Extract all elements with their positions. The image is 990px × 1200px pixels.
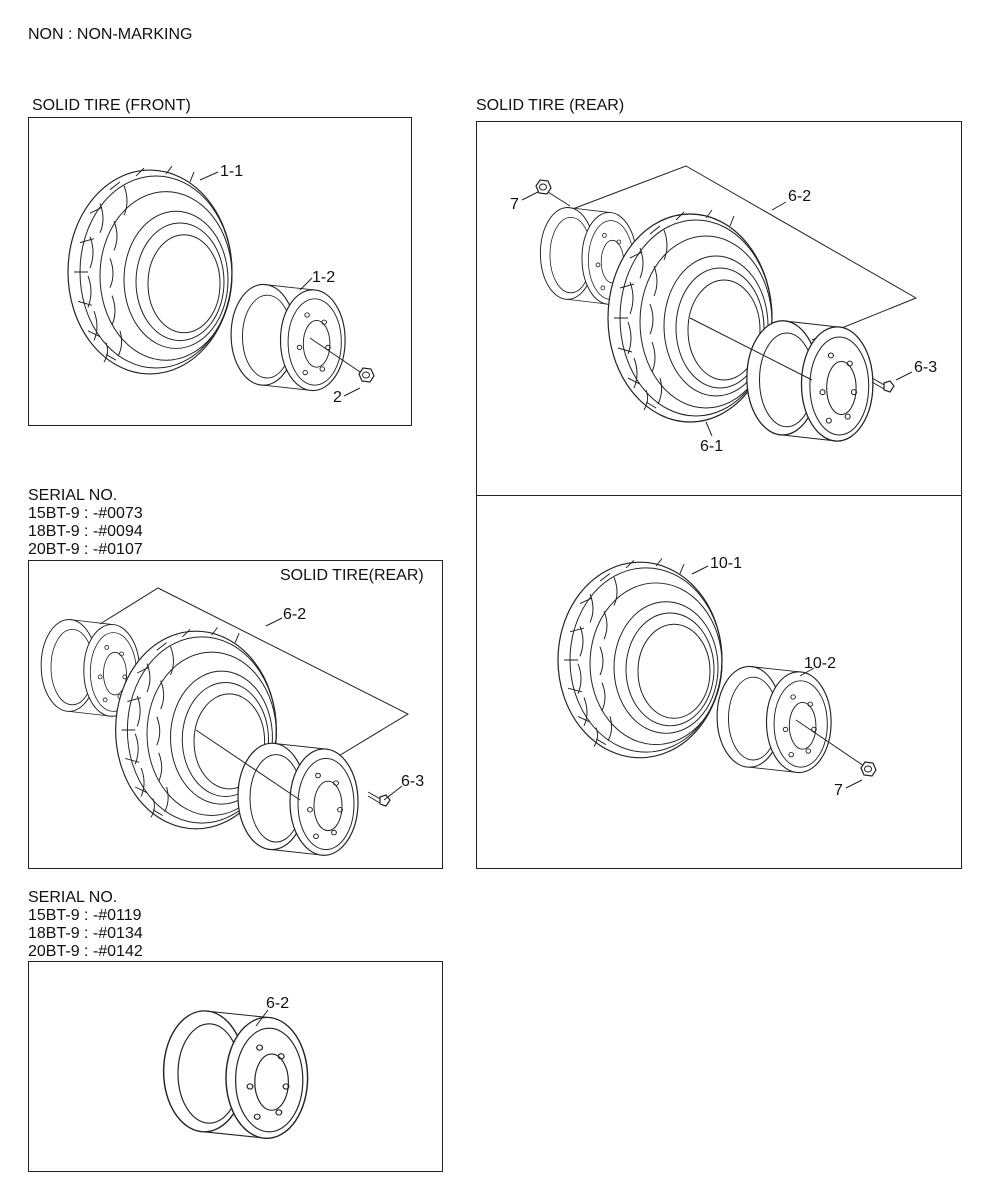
part-label-1-1: 1-1 bbox=[220, 163, 243, 180]
part-label-6-3: 6-3 bbox=[914, 359, 937, 376]
rear-tire-alt-drawing bbox=[557, 557, 877, 789]
rear-tire-title: SOLID TIRE (REAR) bbox=[476, 97, 625, 114]
part-label-6-1: 6-1 bbox=[700, 438, 723, 455]
serial-heading: SERIAL NO. bbox=[28, 487, 118, 504]
serial-b-drawing bbox=[162, 1009, 309, 1140]
part-label-6-2-a: 6-2 bbox=[283, 606, 306, 623]
serial-line: 18BT-9 : -#0094 bbox=[28, 523, 143, 540]
serial-b-panel bbox=[28, 961, 443, 1172]
part-label-7: 7 bbox=[510, 196, 519, 213]
serial-block-a: SERIAL NO. 15BT-9 : -#0073 18BT-9 : -#00… bbox=[28, 487, 143, 559]
front-tire-drawing bbox=[67, 165, 375, 397]
serial-block-b: SERIAL NO. 15BT-9 : -#0119 18BT-9 : -#01… bbox=[28, 889, 143, 961]
serial-line: 15BT-9 : -#0119 bbox=[28, 907, 142, 924]
legend-text: NON : NON-MARKING bbox=[28, 26, 193, 43]
rear-panel-divider bbox=[476, 495, 962, 496]
part-label-10-1: 10-1 bbox=[710, 555, 742, 572]
part-label-10-2: 10-2 bbox=[804, 655, 836, 672]
part-label-2: 2 bbox=[333, 389, 342, 406]
serial-line: 18BT-9 : -#0134 bbox=[28, 925, 143, 942]
part-label-1-2: 1-2 bbox=[312, 269, 335, 286]
part-label-7-alt: 7 bbox=[834, 782, 843, 799]
serial-a-drawing bbox=[40, 587, 410, 856]
part-label-6-3-a: 6-3 bbox=[401, 773, 424, 790]
serial-line: 15BT-9 : -#0073 bbox=[28, 505, 143, 522]
part-label-6-2-b: 6-2 bbox=[266, 995, 289, 1012]
front-tire-panel bbox=[28, 117, 412, 426]
serial-line: 20BT-9 : -#0142 bbox=[28, 943, 143, 960]
part-label-6-2: 6-2 bbox=[788, 188, 811, 205]
rear-tire-drawing bbox=[521, 165, 918, 442]
serial-heading: SERIAL NO. bbox=[28, 889, 118, 906]
front-tire-title: SOLID TIRE (FRONT) bbox=[32, 97, 191, 114]
serial-a-panel-title: SOLID TIRE(REAR) bbox=[280, 567, 424, 584]
serial-line: 20BT-9 : -#0107 bbox=[28, 541, 143, 558]
serial-a-panel bbox=[28, 560, 443, 869]
